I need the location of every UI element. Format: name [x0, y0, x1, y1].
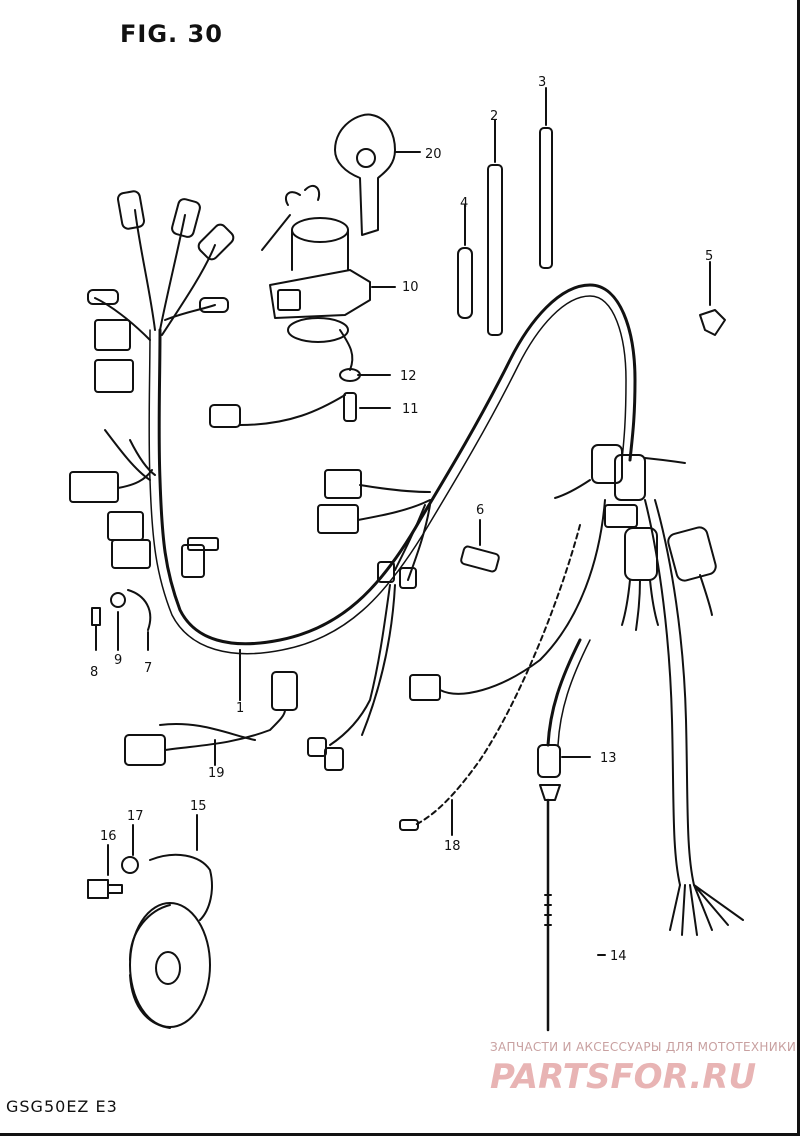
cable-straps: [457, 87, 553, 336]
callout-6: 6: [476, 503, 484, 518]
callout-20: 20: [425, 147, 442, 162]
model-code: GSG50EZ E3: [6, 1097, 118, 1116]
callout-1: 1: [236, 701, 244, 716]
speedometer-cable: [537, 638, 591, 1032]
callout-5: 5: [705, 249, 713, 264]
watermark-tagline: ЗАПЧАСТИ И АКСЕССУАРЫ ДЛЯ МОТОТЕХНИКИ: [490, 1040, 797, 1054]
callout-14: 14: [610, 949, 627, 964]
callout-11: 11: [402, 402, 419, 417]
callout-16: 16: [100, 829, 117, 844]
watermark-logo-text: PARTSFOR.RU: [490, 1057, 756, 1096]
callout-19: 19: [208, 766, 225, 781]
ignition-switch: [209, 184, 396, 428]
watermark-logo: PARTSFOR.RU: [490, 1057, 756, 1096]
callout-17: 17: [127, 809, 144, 824]
callout-7: 7: [144, 661, 152, 676]
callout-18: 18: [444, 839, 461, 854]
callout-4: 4: [460, 196, 468, 211]
ignition-key: [334, 113, 421, 236]
callout-2: 2: [490, 109, 498, 124]
horn-assembly: [87, 814, 213, 1029]
callout-12: 12: [400, 369, 417, 384]
callout-13: 13: [600, 751, 617, 766]
callout-3: 3: [538, 75, 546, 90]
callout-15: 15: [190, 799, 207, 814]
figure-title: FIG. 30: [120, 20, 223, 48]
main-wiring-harness: [69, 190, 744, 936]
callout-10: 10: [402, 280, 419, 295]
callout-9: 9: [114, 653, 122, 668]
callout-8: 8: [90, 665, 98, 680]
